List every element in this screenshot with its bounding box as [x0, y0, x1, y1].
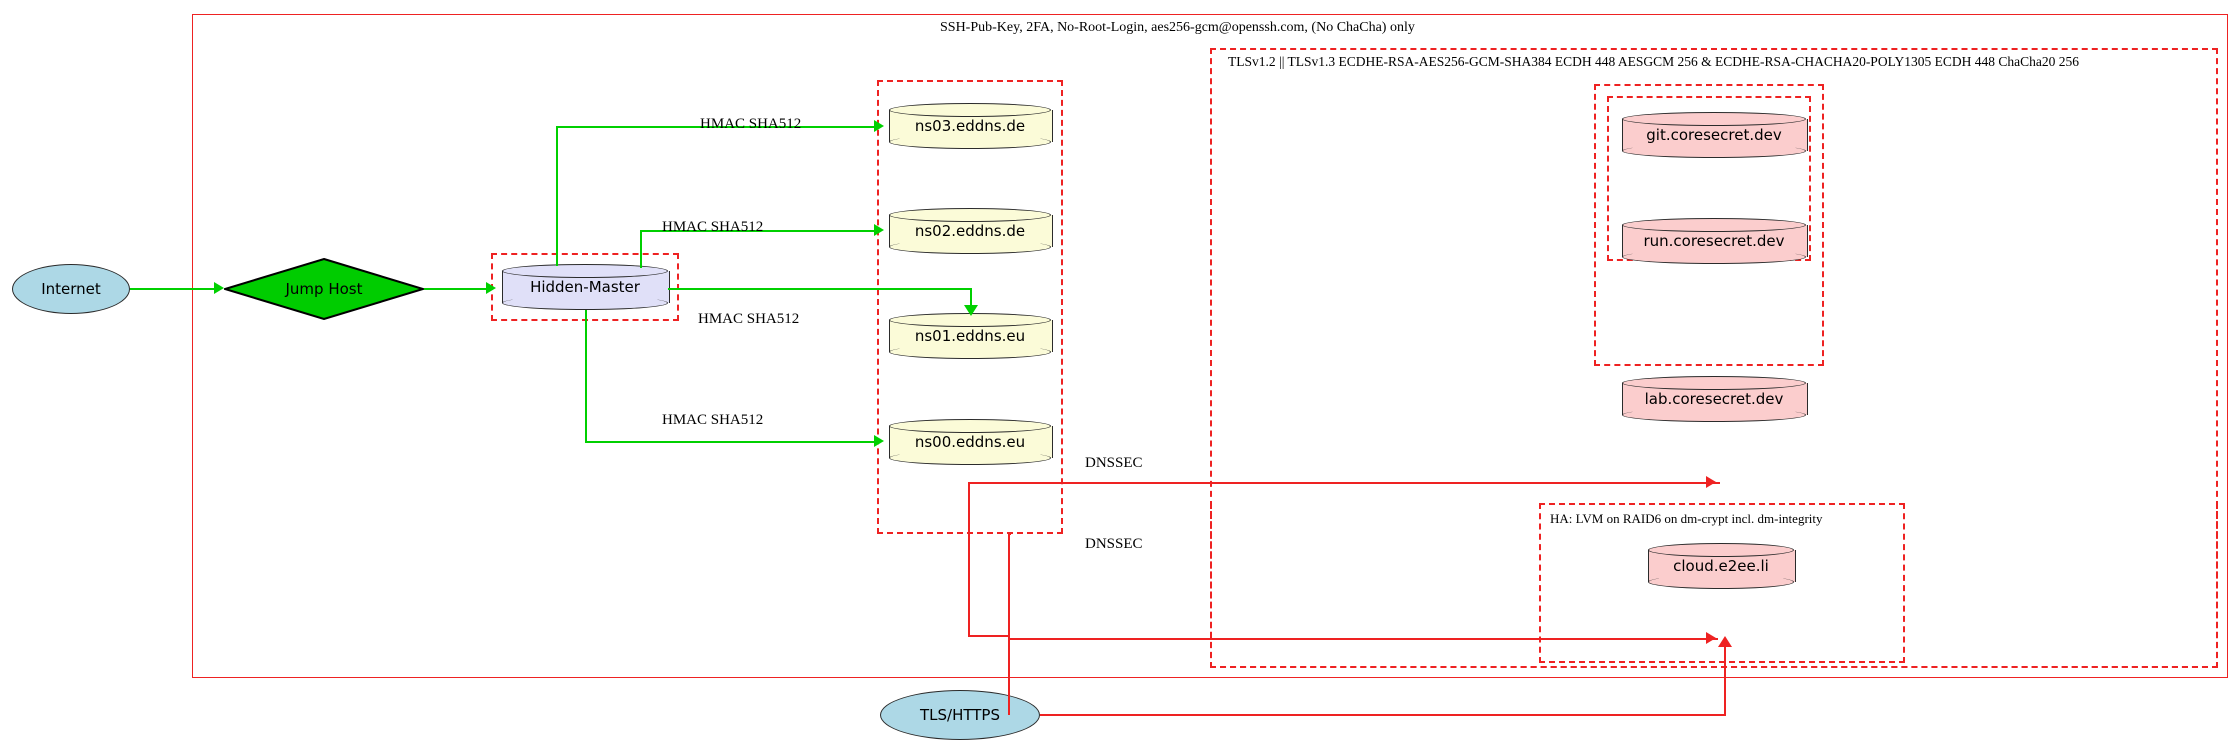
arrowhead-hm-ns00: [874, 435, 884, 447]
node-ns00-label: ns00.eddns.eu: [914, 433, 1026, 451]
edge-hm-ns00-vertical: [585, 310, 587, 443]
node-ns02-label: ns02.eddns.de: [914, 222, 1026, 240]
arrowhead-hm-ns03: [874, 120, 884, 132]
node-git-coresecret-label: git.coresecret.dev: [1646, 126, 1782, 144]
cylinder-top: [1622, 112, 1806, 126]
cylinder-bottom: [889, 345, 1051, 359]
edge-label-hmac-ns00: HMAC SHA512: [662, 412, 764, 428]
edge-label-dnssec-2: DNSSEC: [1085, 536, 1143, 552]
tls-cluster-label: TLSv1.2 || TLSv1.3 ECDHE-RSA-AES256-GCM-…: [1228, 54, 2079, 69]
cylinder-top: [502, 264, 668, 278]
cylinder-bottom: [502, 296, 668, 310]
edge-internet-jumphost: [130, 288, 220, 290]
cylinder-top: [1622, 218, 1806, 232]
node-cloud-e2ee[interactable]: cloud.e2ee.li: [1648, 543, 1796, 589]
arrowhead-dnssec-2: [1706, 632, 1716, 644]
node-ns03-label: ns03.eddns.de: [914, 117, 1026, 135]
node-internet[interactable]: Internet: [12, 264, 130, 314]
ssh-cluster-label: SSH-Pub-Key, 2FA, No-Root-Login, aes256-…: [940, 20, 1415, 35]
node-ns03[interactable]: ns03.eddns.de: [889, 103, 1053, 149]
edge-label-hmac-ns02: HMAC SHA512: [662, 219, 764, 235]
node-lab-coresecret[interactable]: lab.coresecret.dev: [1622, 376, 1808, 422]
node-tls-https-label: TLS/HTTPS: [919, 706, 1000, 724]
arrowhead-internet-jumphost: [214, 282, 224, 294]
cylinder-top: [1648, 543, 1794, 557]
edge-hm-ns03-horizontal: [556, 126, 878, 128]
node-run-coresecret[interactable]: run.coresecret.dev: [1622, 218, 1808, 264]
node-ns01-label: ns01.eddns.eu: [914, 327, 1026, 345]
node-run-coresecret-label: run.coresecret.dev: [1643, 232, 1785, 250]
cylinder-bottom: [1622, 144, 1806, 158]
node-git-coresecret[interactable]: git.coresecret.dev: [1622, 112, 1808, 158]
cylinder-top: [889, 419, 1051, 433]
dns-cluster-box: [877, 80, 1063, 534]
edge-dnssec-2-lower: [1008, 638, 1718, 640]
edge-tls-vertical: [1008, 533, 1010, 715]
services-column-box: [1210, 503, 2218, 668]
ha-cluster-label: HA: LVM on RAID6 on dm-crypt incl. dm-in…: [1550, 511, 1823, 526]
diamond-icon: [224, 258, 424, 320]
edge-hm-ns01-vertical: [970, 288, 972, 310]
node-hidden-master[interactable]: Hidden-Master: [502, 264, 670, 310]
edge-hm-ns03-vertical: [556, 126, 558, 266]
node-jump-host-label: Jump Host: [285, 280, 363, 298]
edge-label-dnssec-1: DNSSEC: [1085, 455, 1143, 471]
cylinder-bottom: [1622, 408, 1806, 422]
node-ns00[interactable]: ns00.eddns.eu: [889, 419, 1053, 465]
edge-tls-horizontal: [1040, 714, 1726, 716]
cylinder-bottom: [889, 135, 1051, 149]
arrowhead-tls-up: [1718, 636, 1732, 647]
cylinder-bottom: [889, 451, 1051, 465]
cylinder-bottom: [889, 240, 1051, 254]
edge-dnssec-1-horizontal: [968, 482, 1720, 484]
node-ns01[interactable]: ns01.eddns.eu: [889, 313, 1053, 359]
arrowhead-hm-ns02: [874, 224, 884, 236]
node-lab-coresecret-label: lab.coresecret.dev: [1644, 390, 1784, 408]
edge-tls-right-vertical: [1724, 638, 1726, 716]
cylinder-top: [889, 103, 1051, 117]
arrowhead-hm-ns01: [964, 305, 978, 316]
cylinder-bottom: [1648, 575, 1794, 589]
node-cloud-e2ee-label: cloud.e2ee.li: [1673, 557, 1769, 575]
edge-jumphost-hiddenmaster: [424, 288, 490, 290]
edge-dnssec-1-bottom: [968, 635, 1008, 637]
node-hidden-master-label: Hidden-Master: [530, 278, 640, 296]
edge-hm-ns02-horizontal: [640, 230, 878, 232]
coresecret-cluster-box: [1594, 84, 1824, 366]
edge-dnssec-1-vertical: [968, 482, 970, 637]
arrowhead-dnssec-1: [1706, 476, 1716, 488]
node-ns02[interactable]: ns02.eddns.de: [889, 208, 1053, 254]
edge-hm-ns02-vertical: [640, 230, 642, 268]
edge-hm-ns01-horizontal: [668, 288, 972, 290]
ha-cluster-box: [1539, 503, 1905, 663]
node-internet-label: Internet: [41, 280, 101, 298]
edge-label-hmac-ns01: HMAC SHA512: [698, 311, 800, 327]
arrowhead-jumphost-hiddenmaster: [486, 282, 496, 294]
edge-hm-ns00-horizontal: [585, 441, 878, 443]
edge-label-hmac-ns03: HMAC SHA512: [700, 116, 802, 132]
cylinder-top: [1622, 376, 1806, 390]
cylinder-top: [889, 208, 1051, 222]
node-tls-https[interactable]: TLS/HTTPS: [880, 690, 1040, 740]
ssh-cluster-box: [192, 14, 2228, 678]
cylinder-bottom: [1622, 250, 1806, 264]
node-jump-host[interactable]: Jump Host: [224, 258, 424, 320]
